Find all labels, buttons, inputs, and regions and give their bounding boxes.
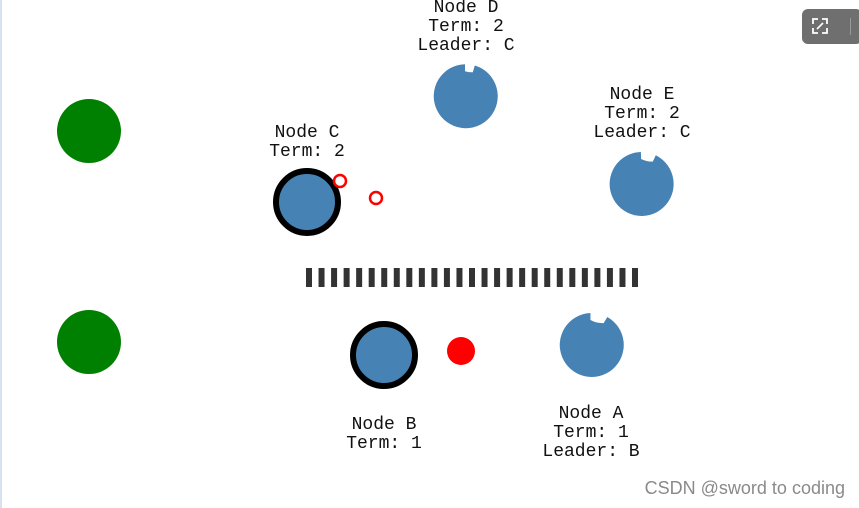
- partition-segment: [481, 268, 488, 287]
- partition-segment: [494, 268, 501, 287]
- partition-segment: [544, 268, 551, 287]
- partition-segment: [418, 268, 425, 287]
- node-b-term: Term: 1: [346, 434, 422, 454]
- node-b-title: Node B: [352, 415, 417, 435]
- partition-segment: [343, 268, 350, 287]
- partition-segment: [318, 268, 325, 287]
- node-a-title: Node A: [559, 404, 624, 424]
- partition-segment: [506, 268, 513, 287]
- partition-segment: [531, 268, 538, 287]
- message-filled: [447, 337, 475, 365]
- partition-segment: [469, 268, 475, 287]
- message-hollow-1: [332, 173, 348, 189]
- node-a-leader: Leader: B: [542, 442, 639, 462]
- node-e-leader: Leader: C: [593, 123, 690, 143]
- node-b[interactable]: Node B Term: 1: [346, 321, 422, 454]
- partition-segment: [356, 268, 363, 287]
- partition-segment: [519, 268, 526, 287]
- node-d[interactable]: Node D Term: 2 Leader: C: [417, 0, 515, 129]
- node-e-term: Term: 2: [604, 104, 680, 124]
- node-a[interactable]: Node A Term: 1 Leader: B: [542, 313, 640, 462]
- node-a-term: Term: 1: [553, 423, 629, 443]
- expand-button[interactable]: [802, 9, 859, 44]
- partition-segment: [606, 268, 613, 287]
- partition-segment: [581, 268, 588, 287]
- watermark-text: CSDN @sword to coding: [644, 478, 845, 498]
- client-bottom[interactable]: [57, 310, 121, 374]
- partition-segment: [619, 268, 626, 287]
- node-c-title: Node C: [275, 123, 340, 143]
- button-separator: [850, 18, 851, 35]
- node-e[interactable]: Node E Term: 2 Leader: C: [593, 85, 691, 216]
- node-c-circle[interactable]: [273, 168, 341, 236]
- partition-segment: [406, 268, 413, 287]
- node-d-leader: Leader: C: [417, 36, 514, 56]
- partition-segment: [368, 268, 375, 287]
- partition-segment: [569, 268, 576, 287]
- expand-icon: [812, 18, 828, 34]
- node-d-title: Node D: [434, 0, 499, 18]
- node-d-term: Term: 2: [428, 17, 504, 37]
- partition-segment: [594, 268, 601, 287]
- partition-segment: [443, 268, 450, 287]
- node-c[interactable]: Node C Term: 2: [269, 123, 345, 236]
- message-hollow-2: [368, 190, 384, 206]
- node-b-circle[interactable]: [350, 321, 418, 389]
- node-e-title: Node E: [610, 85, 675, 105]
- partition-segment: [431, 268, 438, 287]
- partition-segment: [306, 268, 312, 287]
- partition-segment: [381, 268, 388, 287]
- node-e-circle[interactable]: [609, 152, 674, 216]
- partition-segment: [556, 268, 563, 287]
- partition-segment: [393, 268, 400, 287]
- node-c-term: Term: 2: [269, 142, 345, 162]
- network-partition: [306, 268, 638, 287]
- node-a-circle[interactable]: [559, 313, 624, 377]
- partition-segment: [331, 268, 338, 287]
- node-d-circle[interactable]: [433, 64, 498, 129]
- partition-segment: [456, 268, 463, 287]
- left-edge-border: [0, 0, 2, 508]
- client-top[interactable]: [57, 99, 121, 163]
- partition-segment: [632, 268, 638, 287]
